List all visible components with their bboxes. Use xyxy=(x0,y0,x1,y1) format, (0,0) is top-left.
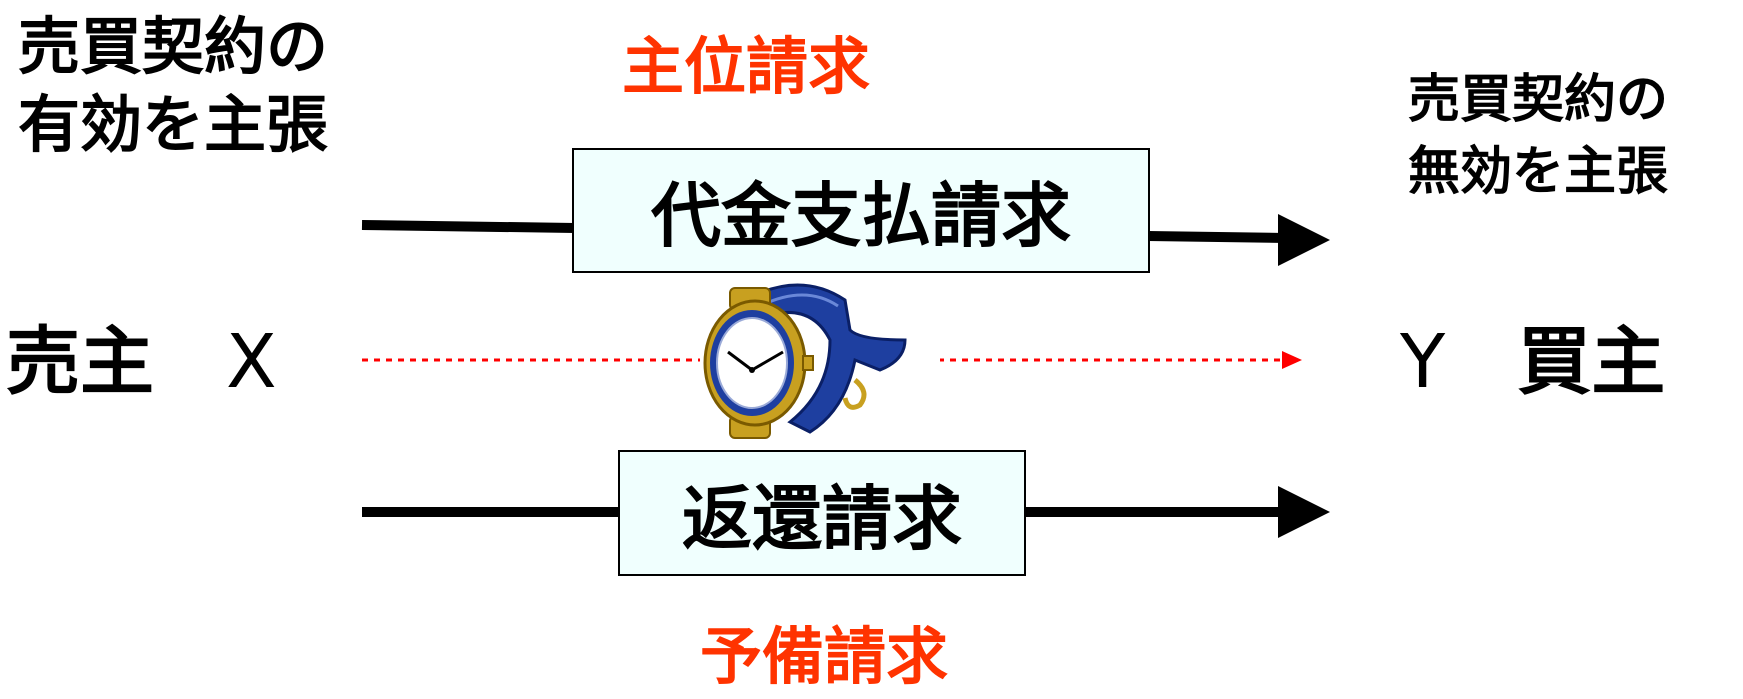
primary-claim-box: 代金支払請求 xyxy=(572,148,1150,273)
primary-claim-arrow xyxy=(361,214,1330,266)
seller-claim-line2: 有効を主張 xyxy=(18,88,329,161)
seller-party: 売主 X xyxy=(6,318,277,407)
primary-claim-name: 代金支払請求 xyxy=(651,175,1071,257)
buyer-claim-text: 売買契約の 無効を主張 xyxy=(1408,64,1668,208)
secondary-claim-category: 予備請求 xyxy=(700,620,949,693)
secondary-claim-arrow xyxy=(362,486,1330,538)
seller-claim-text: 売買契約の 有効を主張 xyxy=(18,8,328,164)
seller-role: 売主 xyxy=(6,319,154,405)
seller-letter: X xyxy=(226,319,277,405)
transfer-arrow xyxy=(362,351,1302,369)
secondary-claim-name: 返還請求 xyxy=(682,477,962,560)
seller-claim-line1: 売買契約の xyxy=(18,10,329,83)
buyer-claim-line2: 無効を主張 xyxy=(1408,142,1669,202)
primary-claim-category: 主位請求 xyxy=(622,30,871,103)
buyer-letter: Y xyxy=(1400,319,1446,405)
wristwatch-icon xyxy=(700,282,940,442)
secondary-claim-box: 返還請求 xyxy=(618,450,1026,576)
buyer-claim-line1: 売買契約の xyxy=(1408,70,1669,130)
buyer-party: Y 買主 xyxy=(1400,318,1665,407)
buyer-role: 買主 xyxy=(1517,319,1666,405)
